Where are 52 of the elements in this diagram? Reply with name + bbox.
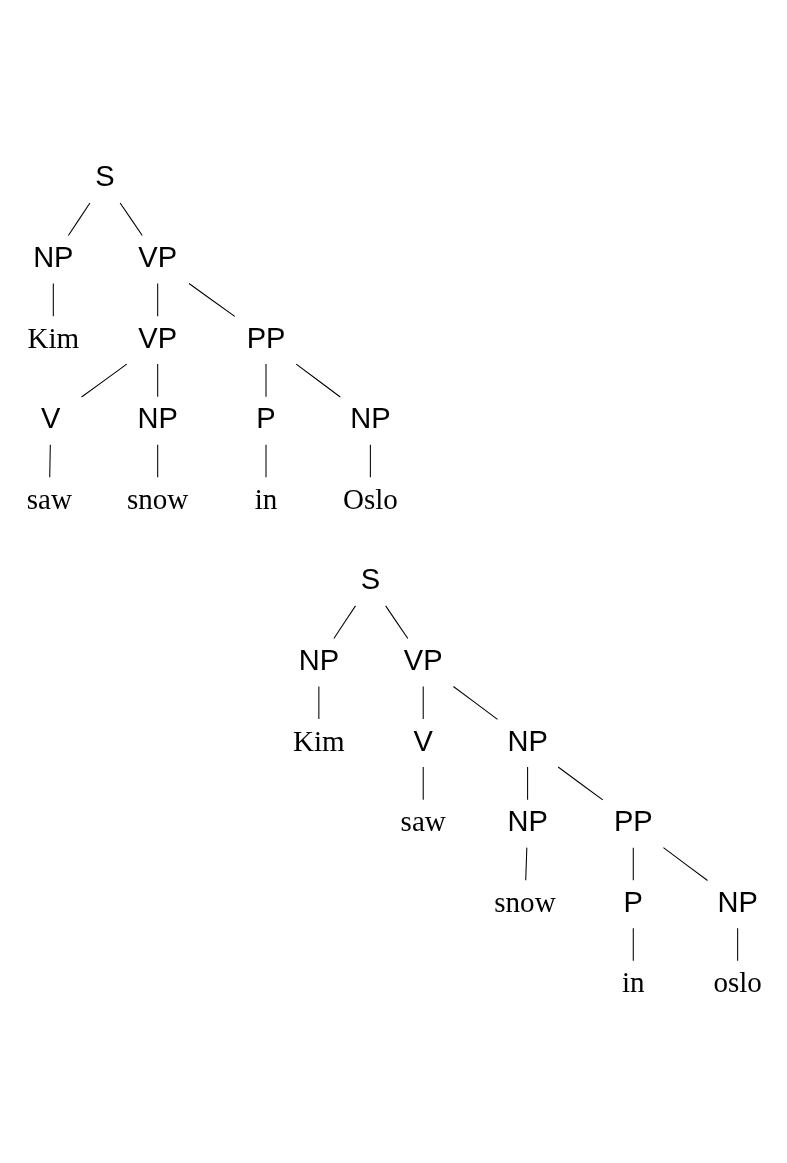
connector (119, 201, 143, 236)
node-text: V (413, 724, 433, 757)
node-text: in (621, 965, 645, 998)
node-text: VP (403, 643, 443, 676)
connector (52, 282, 54, 317)
node-text: NP (33, 240, 74, 273)
node-text: saw (26, 482, 72, 515)
connector (737, 927, 739, 961)
connector (157, 363, 159, 397)
connector (81, 363, 128, 398)
node-text: oslo (713, 965, 762, 998)
node-text: S (95, 159, 115, 192)
connector (157, 282, 159, 317)
node-text: VP (138, 240, 178, 273)
connector (49, 443, 51, 478)
connector (157, 443, 159, 478)
connector (333, 604, 356, 639)
node-text: NP (350, 401, 391, 434)
node-text: Kim (27, 321, 80, 354)
connector (557, 766, 604, 800)
node-text: Kim (293, 724, 345, 757)
connector (525, 846, 528, 881)
node-text: V (40, 401, 61, 434)
node-text: PP (246, 321, 286, 354)
connector (67, 201, 91, 236)
node-text: NP (298, 643, 340, 676)
node-text: NP (717, 885, 758, 918)
node-text: snow (127, 482, 189, 515)
node-text: in (254, 482, 278, 515)
node-text: Oslo (342, 482, 398, 515)
node-text: NP (507, 804, 548, 837)
node-text: P (623, 885, 643, 918)
connector (632, 927, 634, 961)
node-text: S (360, 562, 381, 595)
connector (385, 604, 409, 639)
connector (452, 685, 498, 720)
connector (422, 685, 424, 720)
node-text: P (256, 401, 276, 434)
node-text: NP (137, 401, 178, 434)
connector (422, 766, 424, 800)
connector (662, 846, 709, 881)
node-text: saw (400, 804, 446, 837)
connector (295, 363, 341, 398)
connector (527, 766, 529, 800)
node-text: VP (138, 321, 178, 354)
node-text: PP (613, 804, 653, 837)
connector (632, 846, 634, 881)
connector (369, 443, 371, 478)
node-text: NP (507, 724, 548, 757)
connector (318, 685, 320, 720)
node-text: snow (494, 885, 556, 918)
connector (188, 282, 236, 317)
